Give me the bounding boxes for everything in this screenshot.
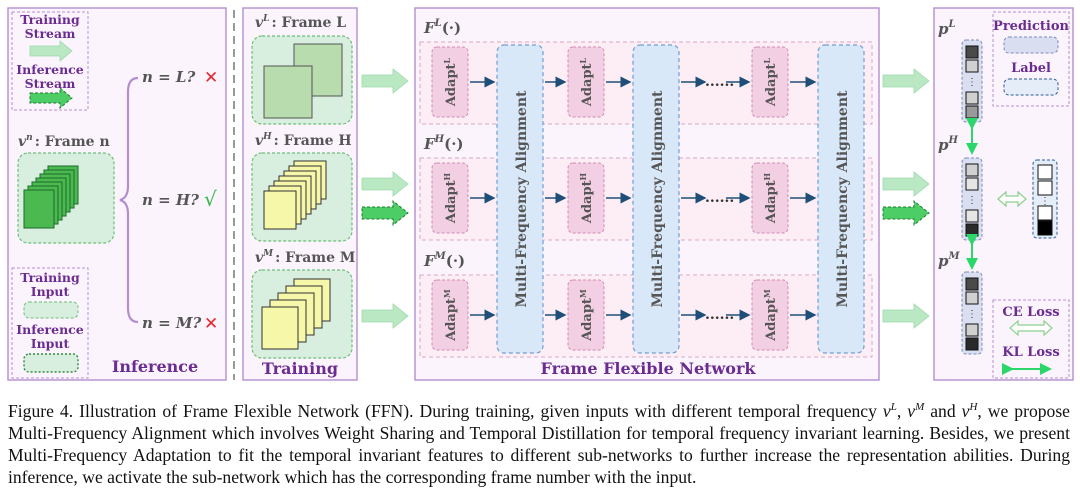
ce-arrow-icon <box>997 190 1027 208</box>
arrow-out-m-icon <box>882 303 930 329</box>
prediction-vector-l: ⋮ <box>961 39 983 123</box>
adapt-m-3-label: AdaptM <box>762 289 779 342</box>
arrow-frame-m-icon <box>361 303 409 329</box>
dots-row-m: ...... <box>705 307 734 323</box>
adapt-h-1 <box>431 162 469 234</box>
row-h-label: FH(·) <box>423 134 464 153</box>
adapt-h-3-label: AdaptH <box>762 172 779 224</box>
adapt-h-3 <box>751 162 789 234</box>
mfa-block-2 <box>632 44 680 354</box>
inference-input-label-2: Input <box>31 336 70 351</box>
arrow-out-h-inference-icon <box>882 199 930 227</box>
branch-l-text: n = L? <box>142 68 195 86</box>
mfa-label-3: Multi-Frequency Alignment <box>835 90 851 308</box>
input-legend-box <box>11 267 89 379</box>
p-m-label: pM <box>938 251 961 270</box>
frame-h-stack <box>263 160 327 230</box>
adapt-h-1-label: AdaptH <box>442 172 459 224</box>
adapt-h-2-label: AdaptH <box>578 172 595 224</box>
training-input-label-2: Input <box>31 284 70 299</box>
adapt-l-3 <box>751 46 789 118</box>
p-h-label: pH <box>938 135 959 154</box>
row-m-label: FM(·) <box>423 251 465 270</box>
adapt-m-3 <box>751 279 789 351</box>
arrow-out-l-icon <box>882 68 930 94</box>
svg-text:⋮: ⋮ <box>967 309 977 320</box>
mfa-block-3 <box>817 44 865 354</box>
ce-loss-arrow-icon <box>1009 319 1053 337</box>
branch-m-text: n = M? <box>142 314 202 332</box>
adapt-l-1-label: AdaptL <box>442 57 459 107</box>
inference-brace <box>119 76 139 324</box>
training-input-label: Training <box>20 270 80 285</box>
adapt-m-1-label: AdaptM <box>442 289 459 342</box>
dots-row-l: ...... <box>705 74 734 90</box>
label-legend-label: Label <box>1011 61 1051 76</box>
branch-m-cross-icon: ✕ <box>204 314 218 334</box>
mfa-label-1: Multi-Frequency Alignment <box>514 90 530 308</box>
p-l-label: pL <box>938 19 956 38</box>
svg-text:⋮: ⋮ <box>1040 196 1050 207</box>
adapt-l-2-label: AdaptL <box>578 57 595 107</box>
branch-h-text: n = H? <box>142 191 199 209</box>
inference-input-swatch <box>23 353 79 373</box>
training-title: Training <box>262 359 338 378</box>
adapt-m-2-label: AdaptM <box>578 289 595 342</box>
prediction-legend-swatch <box>1003 36 1059 54</box>
ffn-figure: Training Stream Inference Stream vn: Fra… <box>7 7 1074 381</box>
mfa-block-1 <box>496 44 544 354</box>
svg-text:⋮: ⋮ <box>967 195 977 206</box>
label-legend-swatch <box>1003 78 1059 96</box>
frame-h-label: vH: Frame H <box>255 132 352 149</box>
ce-loss-label: CE Loss <box>1002 305 1059 320</box>
frame-n-stack <box>23 165 79 229</box>
training-stream-label: Training <box>20 12 80 27</box>
arrow-frame-h-inference-icon <box>361 199 409 227</box>
prediction-legend-label: Prediction <box>993 19 1069 34</box>
arrow-frame-l-icon <box>361 68 409 94</box>
training-stream-arrow-icon <box>29 40 73 62</box>
training-input-swatch <box>23 301 79 319</box>
branch-l-cross-icon: ✕ <box>204 68 218 88</box>
adapt-m-2 <box>567 279 605 351</box>
frame-m-label: vM: Frame M <box>255 249 355 266</box>
inference-stream-label-2: Stream <box>25 76 76 91</box>
arrow-out-h-icon <box>882 171 930 197</box>
stream-legend-box <box>11 11 89 111</box>
arrow-frame-h-icon <box>361 171 409 197</box>
row-l-label: FL(·) <box>423 18 461 37</box>
inference-stream-arrow-icon <box>29 86 73 110</box>
adapt-l-2 <box>567 46 605 118</box>
kl-loss-label: KL Loss <box>1002 345 1059 360</box>
output-legend-box <box>992 11 1070 107</box>
dots-row-h: ...... <box>705 190 734 206</box>
frame-n-label: vn: Frame n <box>18 133 110 150</box>
prediction-vector-h: ⋮ <box>961 157 983 241</box>
mfa-label-2: Multi-Frequency Alignment <box>650 90 666 308</box>
inference-stream-label: Inference <box>16 62 84 77</box>
network-title: Frame Flexible Network <box>541 359 757 378</box>
figure-caption: Figure 4. Illustration of Frame Flexible… <box>8 400 1070 487</box>
svg-text:⋮: ⋮ <box>967 77 977 88</box>
label-vector: ⋮ <box>1032 159 1058 239</box>
prediction-vector-m: ⋮ <box>961 271 983 355</box>
adapt-m-1 <box>431 279 469 351</box>
flow-arrows <box>470 76 817 321</box>
frame-l-stack <box>263 43 343 119</box>
adapt-l-1 <box>431 46 469 118</box>
training-stream-label-2: Stream <box>25 26 76 41</box>
adapt-h-2 <box>567 162 605 234</box>
frame-l-label: vL: Frame L <box>255 14 346 31</box>
adapt-l-3-label: AdaptL <box>762 57 779 107</box>
branch-h-check-icon: √ <box>204 187 217 211</box>
inference-title: Inference <box>112 357 198 376</box>
frame-m-stack <box>261 278 331 350</box>
inference-input-label: Inference <box>16 322 84 337</box>
loss-legend-box <box>992 299 1070 379</box>
